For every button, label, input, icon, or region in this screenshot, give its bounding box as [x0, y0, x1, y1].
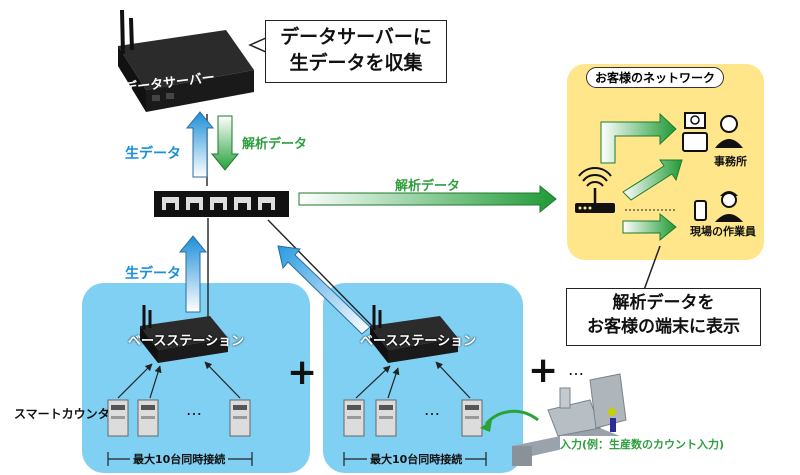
- base-station-2-label: ベースステーション: [360, 334, 477, 349]
- analysis-data-right-arrow: [298, 184, 557, 214]
- base-station-1-icon: [140, 305, 228, 363]
- raw-data-label-top: 生データ: [125, 146, 181, 162]
- raw-data-label-bottom: 生データ: [125, 266, 181, 282]
- server-callout-line2: 生データを収集: [289, 52, 423, 74]
- pc-monitor-icon: [684, 112, 706, 129]
- display-callout-line2: お客様の端末に表示: [587, 317, 740, 337]
- smart-counter-2b-icon: [375, 399, 397, 437]
- tablet-arrow: [622, 159, 683, 201]
- ellipsis-3: …: [568, 360, 584, 379]
- field-worker-label: 現場の作業員: [690, 225, 756, 238]
- smart-counter-1c-icon: [229, 399, 251, 437]
- smart-counter-1a-icon: [107, 399, 129, 437]
- smart-counter-label: スマートカウンタ: [14, 407, 110, 421]
- tablet-icon: [682, 132, 708, 152]
- ellipsis-2: …: [424, 400, 440, 419]
- server-callout-pointer: [248, 36, 267, 54]
- display-terminal-callout: 解析データを お客様の端末に表示: [566, 288, 761, 346]
- office-arrow: [600, 112, 677, 164]
- server-collect-callout: データサーバーに 生データを収集: [265, 20, 447, 83]
- field-worker-icon: [715, 191, 743, 222]
- ellipsis-1: …: [186, 400, 202, 419]
- analysis-data-label-top: 解析データ: [242, 137, 308, 152]
- data-server-icon: [118, 9, 254, 112]
- field-arrow: [622, 212, 677, 242]
- router-icon: [575, 167, 615, 213]
- network-switch-icon: [154, 191, 289, 217]
- input-curved-arrow: [484, 409, 539, 426]
- server-callout-line1: データサーバーに: [280, 26, 432, 48]
- plus-sign-2: +: [528, 350, 559, 391]
- plus-sign-1: +: [287, 352, 318, 393]
- max-connect-label-1: 最大10台同時接続: [130, 451, 229, 467]
- input-example-label: 入力(例：生産数のカウント入力): [560, 436, 725, 452]
- smart-counter-2c-icon: [461, 399, 483, 437]
- office-worker-icon: [715, 115, 743, 148]
- base-station-1-label: ベースステーション: [128, 334, 245, 349]
- max-connect-label-2: 最大10台同時接続: [367, 451, 466, 467]
- smartphone-icon: [694, 200, 707, 221]
- base-station-2-icon: [370, 305, 458, 363]
- switch-base2-link: [267, 219, 377, 331]
- analysis-data-label-mid: 解析データ: [395, 179, 461, 194]
- raw-data-diagonal-arrow: [277, 245, 371, 335]
- display-callout-pointer: [643, 245, 661, 291]
- display-callout-line1: 解析データを: [612, 293, 715, 313]
- customer-network-title: お客様のネットワーク: [586, 67, 725, 88]
- raw-data-up-arrow-bottom: [178, 235, 208, 313]
- smart-counter-2a-icon: [343, 399, 365, 437]
- analysis-data-down-arrow: [210, 115, 240, 171]
- smart-counter-1b-icon: [137, 399, 159, 437]
- raw-data-up-arrow-top: [185, 111, 215, 178]
- office-label: 事務所: [714, 155, 747, 168]
